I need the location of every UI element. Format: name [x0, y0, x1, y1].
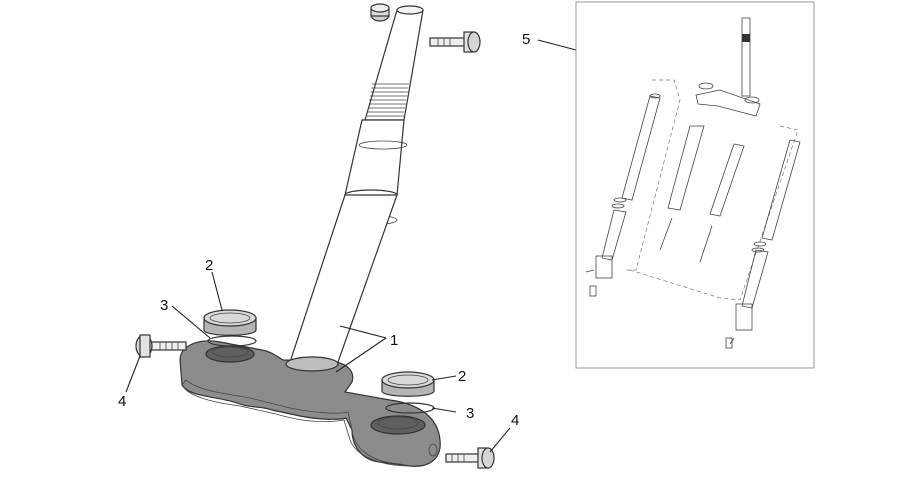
bushing-right — [381, 371, 435, 397]
callout-5: 5 — [522, 31, 530, 48]
leader-lines — [125, 39, 577, 453]
bolt-top — [429, 31, 481, 53]
callout-4-right: 4 — [511, 412, 519, 429]
right-fork-bore — [370, 415, 426, 435]
callout-2-left: 2 — [205, 257, 213, 274]
bolt-left — [135, 334, 187, 358]
inset-frame — [575, 1, 815, 369]
bushing-left — [203, 309, 257, 336]
stem-top-nut — [370, 3, 390, 22]
bolt-right — [445, 447, 495, 469]
stem-tube-upper — [364, 9, 424, 121]
clamp-body — [179, 340, 441, 467]
stem-tube-lower — [289, 194, 398, 363]
lower-triple-clamp — [179, 340, 441, 467]
callout-3-right: 3 — [466, 405, 474, 422]
callout-1: 1 — [390, 332, 398, 349]
clamp-shadow — [181, 379, 411, 467]
stem-threads — [367, 83, 409, 117]
stem-collar — [285, 356, 339, 372]
callout-3-left: 3 — [160, 297, 168, 314]
o-ring-left — [207, 335, 257, 347]
callout-4-left: 4 — [118, 393, 126, 410]
stem-tube-middle — [344, 119, 405, 196]
fork-assembly-inset — [575, 1, 815, 369]
steering-stem — [289, 3, 424, 363]
callout-2-right: 2 — [458, 368, 466, 385]
